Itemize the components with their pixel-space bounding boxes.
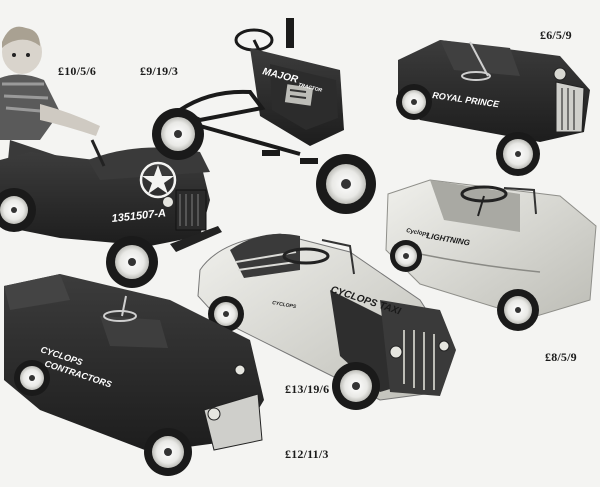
price-jeep: £10/5/6 — [58, 64, 97, 78]
jeep-number-decal: 1351507-A — [111, 207, 166, 225]
cyclops-taxi-car: CYCLOPS TAXI CYCLOPS — [197, 233, 456, 410]
lightning-car: Cyclops LIGHTNING — [385, 179, 597, 331]
tractor-small-decal: TRACTOR — [298, 82, 323, 94]
price-royal-prince: £6/5/9 — [540, 28, 572, 42]
jeep-pedal-car: 1351507-A — [0, 26, 222, 288]
lightning-script-decal: Cyclops — [406, 228, 431, 238]
cyclops-contractors-car: CYCLOPS CONTRACTORS — [4, 274, 264, 476]
child-figure — [0, 26, 100, 177]
royal-prince-car: ROYAL PRINCE — [396, 40, 590, 176]
major-tractor: MAJOR TRACTOR — [152, 18, 376, 214]
taxi-small-decal: CYCLOPS — [272, 300, 297, 310]
price-tractor: £9/19/3 — [140, 64, 179, 78]
price-taxi: £13/19/6 — [285, 382, 330, 396]
price-contractors: £12/11/3 — [285, 447, 329, 461]
star-emblem-icon — [142, 165, 174, 194]
price-lightning: £8/5/9 — [545, 350, 577, 364]
